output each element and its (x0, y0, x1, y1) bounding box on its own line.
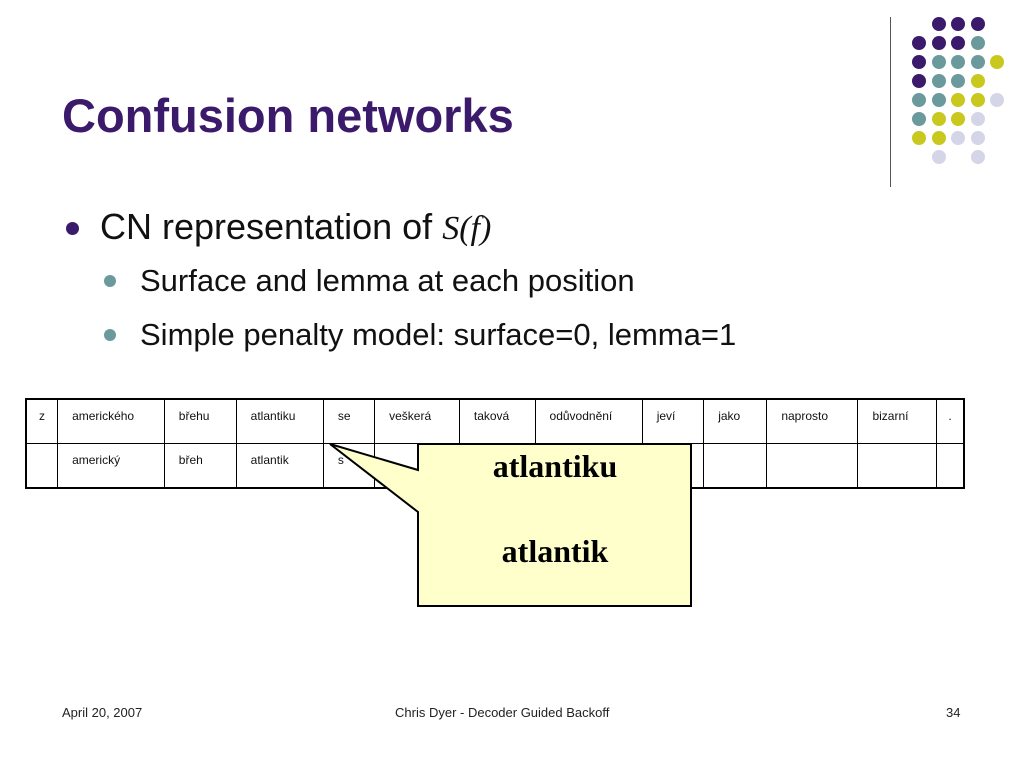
decorative-dot (912, 36, 926, 50)
decorative-dot (912, 112, 926, 126)
table-cell: bizarní (857, 398, 938, 444)
decorative-dot (912, 131, 926, 145)
decorative-dot (970, 131, 985, 145)
table-cell: břeh (163, 443, 237, 489)
decorative-dot (970, 93, 985, 107)
table-cell (703, 443, 768, 489)
decorative-dot (912, 55, 926, 69)
slide-title: Confusion networks (62, 89, 514, 142)
sub-bullet-surface-lemma: Surface and lemma at each position (60, 254, 880, 308)
table-cell: . (936, 398, 965, 444)
bullet-main-math: S(f) (442, 210, 492, 247)
decorative-dot (970, 112, 985, 126)
bullet-list: CN representation of S(f) Surface and le… (60, 200, 880, 362)
decorative-dot (951, 112, 965, 126)
table-cell (936, 443, 965, 489)
callout-lemma: atlantik (501, 533, 609, 569)
decorative-dot (970, 55, 985, 69)
decorative-dot (951, 74, 965, 88)
decorative-dot (951, 131, 965, 145)
decorative-dot (912, 93, 926, 107)
table-cell (766, 443, 859, 489)
table-cell: břehu (163, 398, 237, 444)
decorative-dot (951, 36, 965, 50)
table-cell: veškerá (374, 398, 460, 444)
table-cell: z (25, 398, 59, 444)
decorative-dot (931, 93, 946, 107)
table-cell: s (322, 443, 376, 489)
table-cell: jeví (641, 398, 705, 444)
table-cell: odůvodnění (534, 398, 643, 444)
table-cell: atlantiku (235, 398, 324, 444)
table-cell: jako (703, 398, 768, 444)
table-cell: amerického (57, 398, 165, 444)
footer-title: Chris Dyer - Decoder Guided Backoff (395, 705, 610, 720)
table-cell: americký (57, 443, 165, 489)
decorative-dot (931, 74, 946, 88)
decorative-dot (931, 55, 946, 69)
table-cell: atlantik (235, 443, 324, 489)
decorative-dot (951, 17, 965, 31)
table-cell: taková (458, 398, 536, 444)
decorative-dot (912, 74, 926, 88)
decorative-dot (951, 93, 965, 107)
table-cell: naprosto (766, 398, 859, 444)
table-cell: se (322, 398, 376, 444)
decorative-dot (951, 55, 965, 69)
decorative-dot-grid (900, 10, 1010, 170)
decorative-dot (931, 36, 946, 50)
footer-page-number: 34 (946, 705, 961, 720)
decorative-dot (970, 36, 985, 50)
decorative-dot (990, 55, 1004, 69)
callout-surface: atlantiku (492, 448, 618, 484)
divider-line (890, 17, 891, 187)
table-cell (25, 443, 59, 489)
decorative-dot (970, 17, 985, 31)
decorative-dot (931, 150, 946, 164)
footer-date: April 20, 2007 (62, 705, 143, 720)
bullet-main-text: CN representation of (100, 206, 443, 247)
table-cell (857, 443, 938, 489)
decorative-dot (970, 150, 985, 164)
callout-text: atlantiku atlantik (420, 446, 690, 571)
decorative-dot (931, 17, 946, 31)
sub-bullet-penalty-model: Simple penalty model: surface=0, lemma=1 (60, 308, 880, 362)
decorative-dot (970, 74, 985, 88)
bullet-main: CN representation of S(f) (60, 200, 880, 254)
decorative-dot (990, 93, 1004, 107)
decorative-dot (931, 131, 946, 145)
decorative-dot (931, 112, 946, 126)
